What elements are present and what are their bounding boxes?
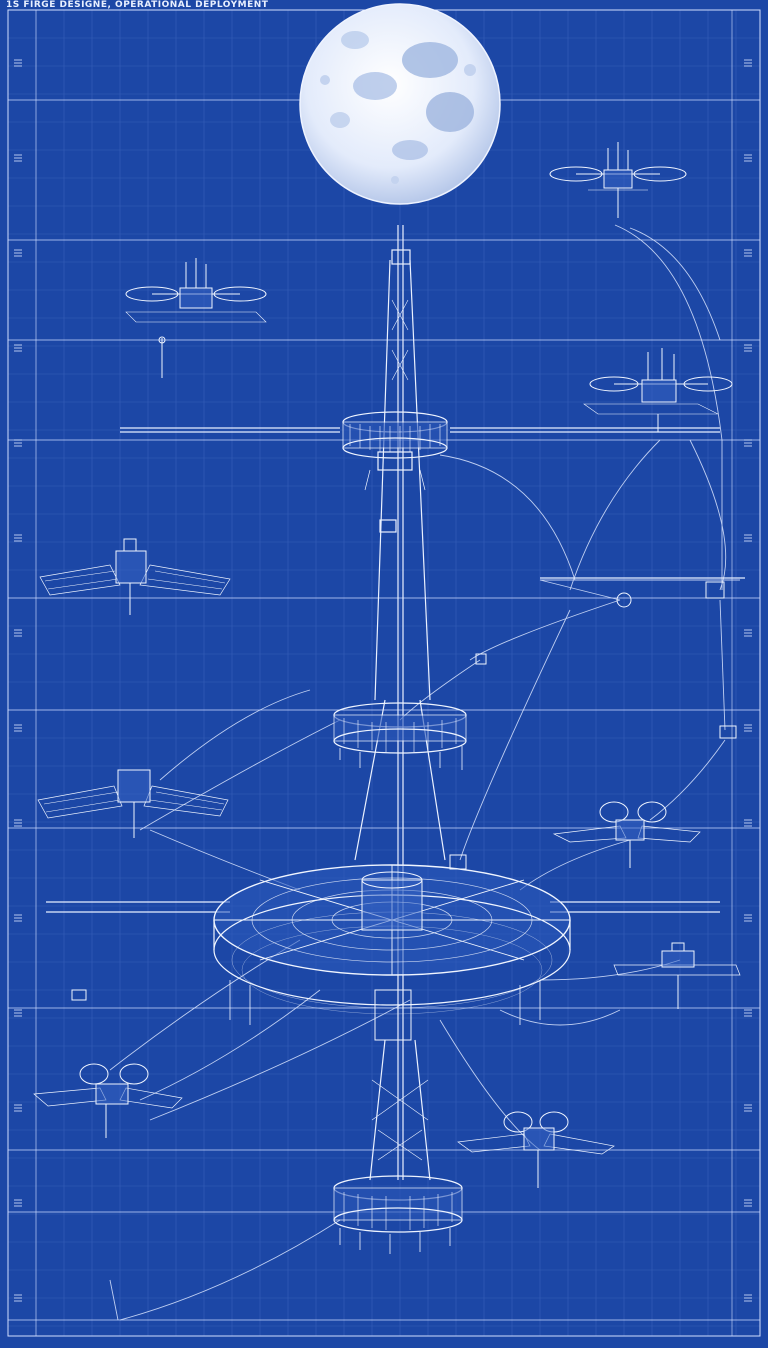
cable-network — [109, 224, 740, 1321]
sheet-title: 1S FIRGE DESIGNE, OPERATIONAL DEPLOYMENT — [6, 0, 269, 10]
drone-quadcopter — [549, 142, 687, 218]
horizontal-beams — [46, 427, 745, 913]
drone-satellite — [39, 538, 231, 615]
major-rules — [8, 99, 760, 1321]
drone-winged — [33, 1063, 183, 1138]
main-hub — [213, 854, 571, 1041]
drone-winged — [552, 801, 701, 868]
grid — [7, 9, 760, 1336]
moon — [299, 3, 501, 205]
upper-ring — [342, 411, 448, 491]
drone-satellite — [37, 769, 229, 838]
lower-ring — [333, 1175, 463, 1254]
drone-winged — [457, 1111, 615, 1188]
middle-ring — [333, 702, 467, 770]
drone-quadcopter — [583, 348, 733, 432]
drone-satellite — [613, 942, 741, 1009]
junction-boxes — [71, 581, 737, 1001]
sheet-frame — [7, 9, 761, 1337]
drone-quadcopter — [125, 258, 267, 378]
margin-ticks — [14, 59, 752, 1302]
